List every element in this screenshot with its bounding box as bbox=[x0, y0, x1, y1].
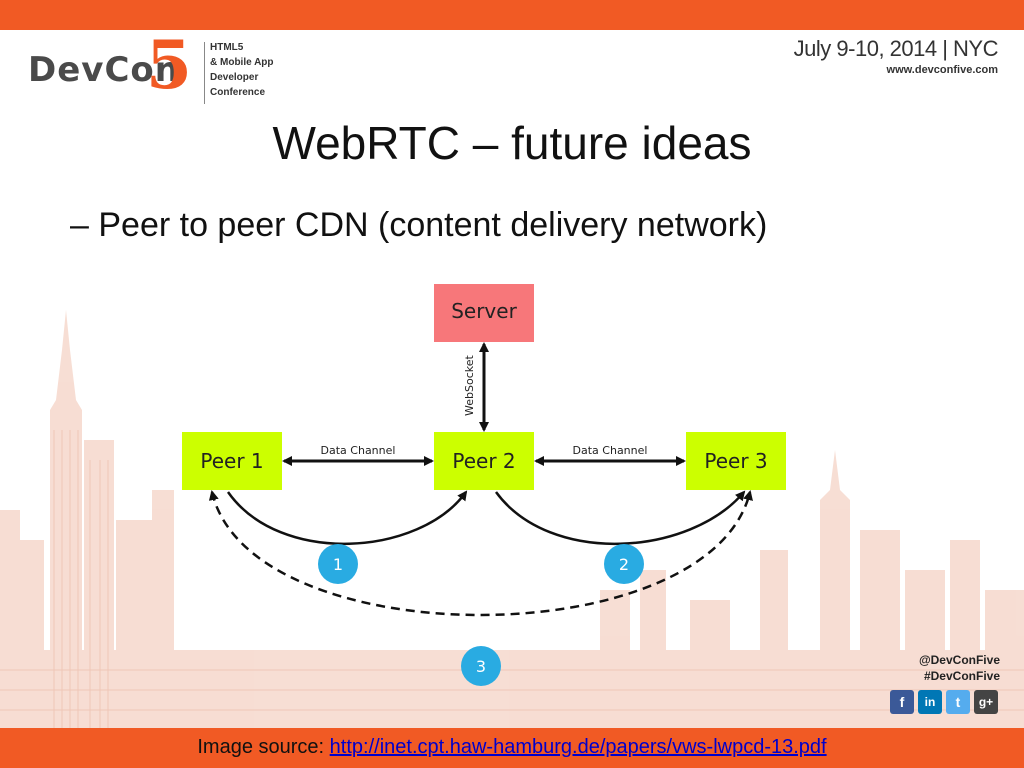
transfer-arrow-1 bbox=[226, 490, 468, 545]
logo-tagline-line: & Mobile App bbox=[210, 57, 274, 68]
server-label: Server bbox=[451, 299, 517, 323]
p2p-cdn-diagram: Server WebSocket Peer 1 Peer 2 Peer 3 Da… bbox=[182, 284, 786, 686]
logo-tagline-line: Developer bbox=[210, 72, 259, 83]
transfer-arrow-2 bbox=[494, 490, 746, 545]
step-marker-1 bbox=[318, 544, 358, 584]
peer-3-label: Peer 3 bbox=[704, 449, 767, 473]
data-channel-label-1: Data Channel bbox=[321, 444, 396, 457]
google-plus-icon[interactable]: g+ bbox=[974, 690, 998, 714]
step-marker-1-label: 1 bbox=[333, 555, 343, 574]
logo-tagline-line: Conference bbox=[210, 87, 266, 98]
source-link[interactable]: http://inet.cpt.haw-hamburg.de/papers/vw… bbox=[329, 736, 827, 758]
data-channel-label-2: Data Channel bbox=[573, 444, 648, 457]
step-marker-2-label: 2 bbox=[619, 555, 629, 574]
slide-bullet: – Peer to peer CDN (content delivery net… bbox=[70, 206, 768, 244]
linkedin-icon[interactable]: in bbox=[918, 690, 942, 714]
step-marker-2 bbox=[604, 544, 644, 584]
step-marker-3 bbox=[461, 646, 501, 686]
image-source-caption: Image source: http://inet.cpt.haw-hambur… bbox=[0, 736, 1024, 759]
city-skyline-background bbox=[0, 310, 1024, 728]
peer-3-box bbox=[686, 432, 786, 490]
slide-title: WebRTC – future ideas bbox=[272, 117, 752, 169]
step-marker-3-label: 3 bbox=[476, 657, 486, 676]
event-website: www.devconfive.com bbox=[886, 64, 998, 76]
peer-2-box bbox=[434, 432, 534, 490]
hashtag: #DevConFive bbox=[923, 669, 1000, 683]
event-date: July 9-10, 2014 | NYC bbox=[793, 36, 999, 61]
peer-1-box bbox=[182, 432, 282, 490]
social-icons: f in t g+ bbox=[888, 690, 1000, 716]
logo-tagline-line: HTML5 bbox=[210, 42, 244, 53]
twitter-handle: @DevConFive bbox=[918, 653, 1000, 667]
peer-1-label: Peer 1 bbox=[200, 449, 263, 473]
devcon-logo: DevCon 5 HTML5 & Mobile App Developer Co… bbox=[28, 32, 298, 108]
twitter-icon[interactable]: t bbox=[946, 690, 970, 714]
logo-divider bbox=[204, 42, 205, 104]
websocket-label: WebSocket bbox=[463, 355, 476, 416]
transfer-arrow-3 bbox=[208, 490, 753, 617]
caption-prefix: Image source: bbox=[197, 736, 330, 758]
top-accent-bar bbox=[0, 0, 1024, 30]
social-block: @DevConFive #DevConFive f in t g+ bbox=[888, 652, 1000, 714]
logo-tagline: HTML5 & Mobile App Developer Conference bbox=[210, 40, 274, 100]
peer-2-label: Peer 2 bbox=[452, 449, 515, 473]
logo-number: 5 bbox=[146, 26, 192, 104]
server-box bbox=[434, 284, 534, 342]
facebook-icon[interactable]: f bbox=[890, 690, 914, 714]
bottom-accent-bar bbox=[0, 728, 1024, 768]
logo-wordmark: DevCon bbox=[28, 50, 180, 90]
